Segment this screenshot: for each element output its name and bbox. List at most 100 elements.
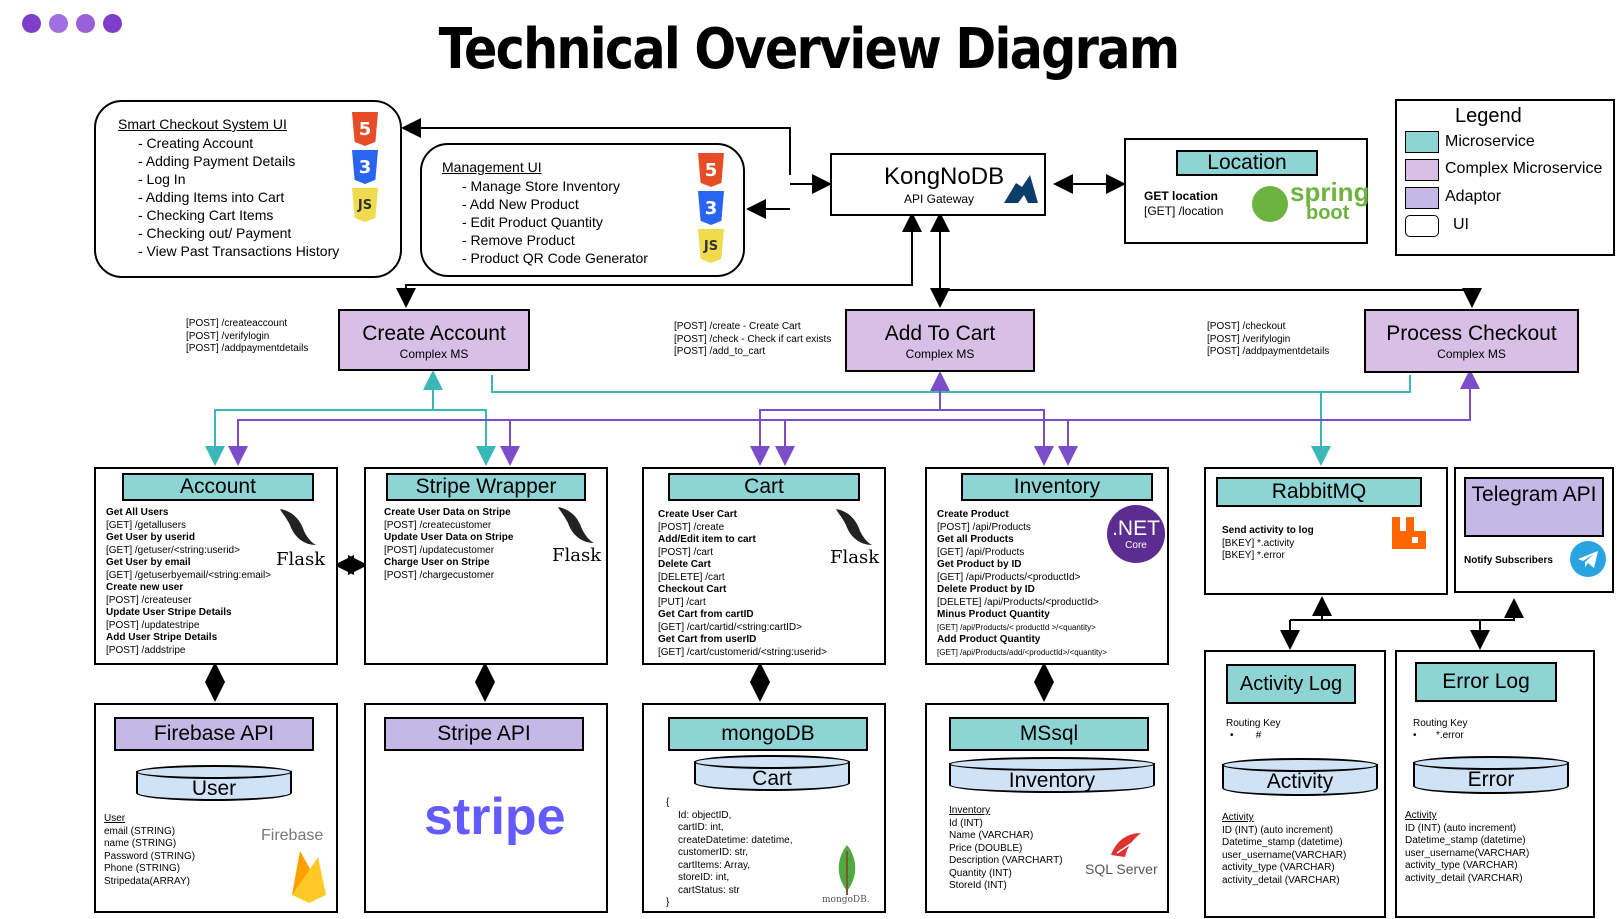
table-name: Inventory (1008, 769, 1096, 792)
routing-key-label: Routing Key (1413, 718, 1468, 729)
dotnet-core-text: Core (1125, 540, 1147, 551)
legend-label: Complex Microservice (1445, 160, 1603, 177)
endpoint: [DELETE] /api/Products/<productId> (937, 596, 1099, 608)
web-tech-icons: 5 3 JS (698, 153, 724, 263)
css3-icon: 3 (698, 191, 724, 225)
api-gateway-box: KongNoDB API Gateway (830, 153, 1046, 216)
field: { (666, 797, 670, 808)
list-item: - Adding Items into Cart (138, 189, 285, 205)
list-item: - Checking Cart Items (138, 207, 274, 223)
endpoint: [POST] /cart (658, 546, 714, 558)
endpoint-title: Charge User on Stripe (384, 557, 490, 568)
field: Activity (1405, 810, 1437, 821)
error-log-title: Error Log (1415, 662, 1557, 702)
endpoint-title: Send activity to log (1222, 525, 1314, 536)
location-endpoint: [GET] /location (1144, 204, 1224, 218)
field: Description (VARCHART) (949, 855, 1063, 866)
create-account-endpoints: [POST] /createaccount [POST] /verifylogi… (186, 318, 308, 356)
endpoint: [POST] /add_to_cart (674, 346, 766, 357)
endpoint-title: Create new user (106, 582, 184, 593)
legend-label: UI (1453, 216, 1469, 233)
endpoint: [POST] /verifylogin (186, 330, 270, 342)
mgmt-ui-feature-list: - Manage Store Inventory - Add New Produ… (462, 177, 648, 267)
field: activity_detail (VARCHAR) (1405, 872, 1523, 884)
mongodb-logo-text: mongoDB. (822, 895, 870, 905)
endpoint-title: Delete Product by ID (937, 584, 1035, 595)
mongodb-leaf-icon (838, 845, 856, 895)
add-to-cart-endpoints: [POST] /create - Create Cart [POST] /che… (674, 321, 831, 359)
table-name: Cart (752, 767, 792, 790)
list-item: - View Past Transactions History (138, 243, 340, 259)
endpoint: [POST] /createaccount (186, 318, 288, 329)
endpoint-title: Get Cart from cartID (658, 609, 754, 620)
window-dots (22, 14, 122, 33)
inventory-endpoints: Create Product [POST] /api/Products Get … (937, 509, 1107, 659)
rabbitmq-details: Send activity to log [BKEY] *.activity [… (1222, 525, 1314, 563)
telegram-icon (1570, 541, 1606, 577)
process-checkout-endpoints: [POST] /checkout [POST] /verifylogin [PO… (1207, 321, 1329, 359)
ms-subtitle: Complex MS (399, 347, 469, 361)
flask-icon (558, 507, 594, 543)
endpoint-title: Delete Cart (658, 559, 711, 570)
endpoint: [POST] /addstripe (106, 644, 186, 656)
stripe-wrapper-endpoints: Create User Data on Stripe [POST] /creat… (384, 507, 513, 582)
routing-key-value: • *.error (1413, 730, 1464, 741)
field: user_username(VARCHAR) (1405, 847, 1530, 859)
legend-swatch-ui (1405, 215, 1439, 237)
cart-document-fields: { Id: objectID, cartID: int, createDatet… (666, 797, 793, 910)
inventory-table-fields: Inventory Id (INT) Name (VARCHAR) Price … (949, 805, 1063, 893)
table-name: Activity (1266, 770, 1334, 793)
rabbitmq-icon (1392, 517, 1426, 549)
list-item: - Checking out/ Payment (138, 225, 292, 241)
inventory-service-box: Inventory Create Product [POST] /api/Pro… (925, 467, 1169, 665)
endpoint: [POST] /updatestripe (106, 619, 200, 631)
endpoint-title: Get User by userid (106, 532, 195, 543)
endpoint: [POST] /addpaymentdetails (186, 343, 309, 354)
stripe-logo: stripe (424, 788, 566, 846)
endpoint: [POST] /check - Check if cart exists (674, 333, 832, 345)
endpoint-title: Create User Data on Stripe (384, 507, 511, 518)
endpoint: [POST] /verifylogin (1207, 333, 1291, 345)
endpoint: [POST] /api/Products (937, 521, 1031, 533)
endpoint-title: Minus Product Quantity (937, 609, 1050, 620)
javascript-icon: JS (352, 188, 378, 222)
endpoint: [PUT] /cart (658, 596, 706, 608)
stripe-api-title: Stripe API (384, 717, 584, 751)
gateway-name: KongNoDB (884, 163, 1005, 190)
activity-log-title: Activity Log (1226, 664, 1356, 704)
page-title: Technical Overview Diagram (438, 17, 1180, 82)
boot-logo-text: boot (1306, 202, 1350, 224)
field: createDatetime: datetime, (678, 834, 793, 846)
endpoint: [GET] /api/Products/< productId >/<quant… (937, 622, 1096, 632)
html5-icon: 5 (352, 112, 378, 146)
routing-key: *.error (1435, 730, 1464, 741)
field: Id: objectID, (678, 809, 732, 821)
endpoint: [BKEY] *.activity (1222, 537, 1295, 549)
cart-table-cylinder: Cart (694, 755, 850, 793)
cart-title: Cart (668, 473, 860, 501)
field: Id (INT) (949, 817, 983, 829)
field: Price (DOUBLE) (949, 842, 1023, 854)
dotnet-logo-text: .NET (1112, 517, 1160, 540)
account-endpoints: Get All Users [GET] /getallusers Get Use… (106, 507, 271, 657)
field: activity_type (VARCHAR) (1222, 862, 1335, 873)
field: } (666, 897, 670, 908)
rabbitmq-title: RabbitMQ (1216, 477, 1422, 507)
field: Quantity (INT) (949, 867, 1012, 879)
management-ui-box: Management UI - Manage Store Inventory -… (420, 143, 745, 277)
field: ID (INT) (auto increment) (1405, 822, 1517, 834)
field: Inventory (949, 805, 991, 816)
location-service-box: Location GET location [GET] /location sp… (1124, 138, 1369, 244)
sql-server-logo-text: SQL Server (1085, 861, 1158, 877)
cart-endpoints: Create User Cart [POST] /create Add/Edit… (658, 509, 827, 659)
field: cartItems: Array, (678, 859, 751, 871)
field: Name (VARCHAR) (949, 830, 1034, 841)
field: User (104, 813, 126, 824)
legend-box: Legend Microservice Complex Microservice… (1395, 99, 1615, 256)
firebase-icon (292, 851, 326, 903)
endpoint: [BKEY] *.error (1222, 550, 1285, 561)
dotnet-core-icon: .NET Core (1107, 505, 1165, 563)
ms-subtitle: Complex MS (1437, 347, 1506, 361)
endpoint: [GET] /api/Products (937, 546, 1025, 558)
